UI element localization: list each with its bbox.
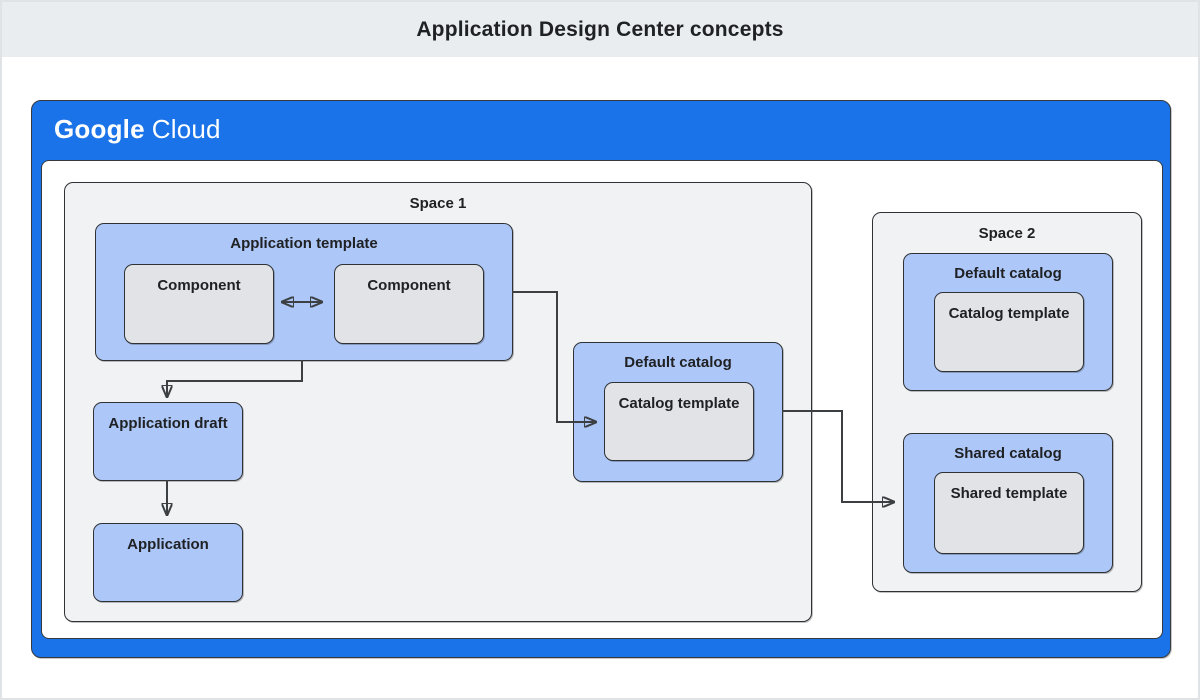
default-catalog-space1-box: Default catalog Catalog template <box>573 342 783 482</box>
application-template-box: Application template Component Component <box>95 223 513 361</box>
logo-cloud-text: Cloud <box>151 114 221 144</box>
catalog-template-space2-label: Catalog template <box>948 305 1070 322</box>
shared-template-label: Shared template <box>950 485 1068 502</box>
shared-template-box: Shared template <box>934 472 1084 554</box>
cloud-inner-panel: Space 1 Application template Component C… <box>41 160 1163 639</box>
catalog-template-space1-box: Catalog template <box>604 382 754 461</box>
space1-label: Space 1 <box>409 195 467 212</box>
catalog-template-space1-label: Catalog template <box>618 395 740 412</box>
space1-box: Space 1 Application template Component C… <box>64 182 812 622</box>
shared-catalog-box: Shared catalog Shared template <box>903 433 1113 573</box>
component-box-1: Component <box>124 264 274 344</box>
application-draft-box: Application draft <box>93 402 243 481</box>
application-draft-label: Application draft <box>108 415 228 432</box>
application-template-label: Application template <box>230 235 378 252</box>
default-catalog-space2-label: Default catalog <box>954 265 1062 282</box>
default-catalog-space2-box: Default catalog Catalog template <box>903 253 1113 391</box>
component-box-2: Component <box>334 264 484 344</box>
logo-google-text: Google <box>54 114 145 144</box>
space2-label: Space 2 <box>978 225 1036 242</box>
default-catalog-space1-label: Default catalog <box>624 354 732 371</box>
application-box: Application <box>93 523 243 602</box>
component-2-label: Component <box>367 277 451 294</box>
shared-catalog-label: Shared catalog <box>954 445 1062 462</box>
title-banner: Application Design Center concepts <box>2 2 1198 57</box>
application-label: Application <box>127 536 209 553</box>
space2-box: Space 2 Default catalog Catalog template… <box>872 212 1142 592</box>
catalog-template-space2-box: Catalog template <box>934 292 1084 372</box>
page-title: Application Design Center concepts <box>416 17 784 41</box>
component-1-label: Component <box>157 277 241 294</box>
